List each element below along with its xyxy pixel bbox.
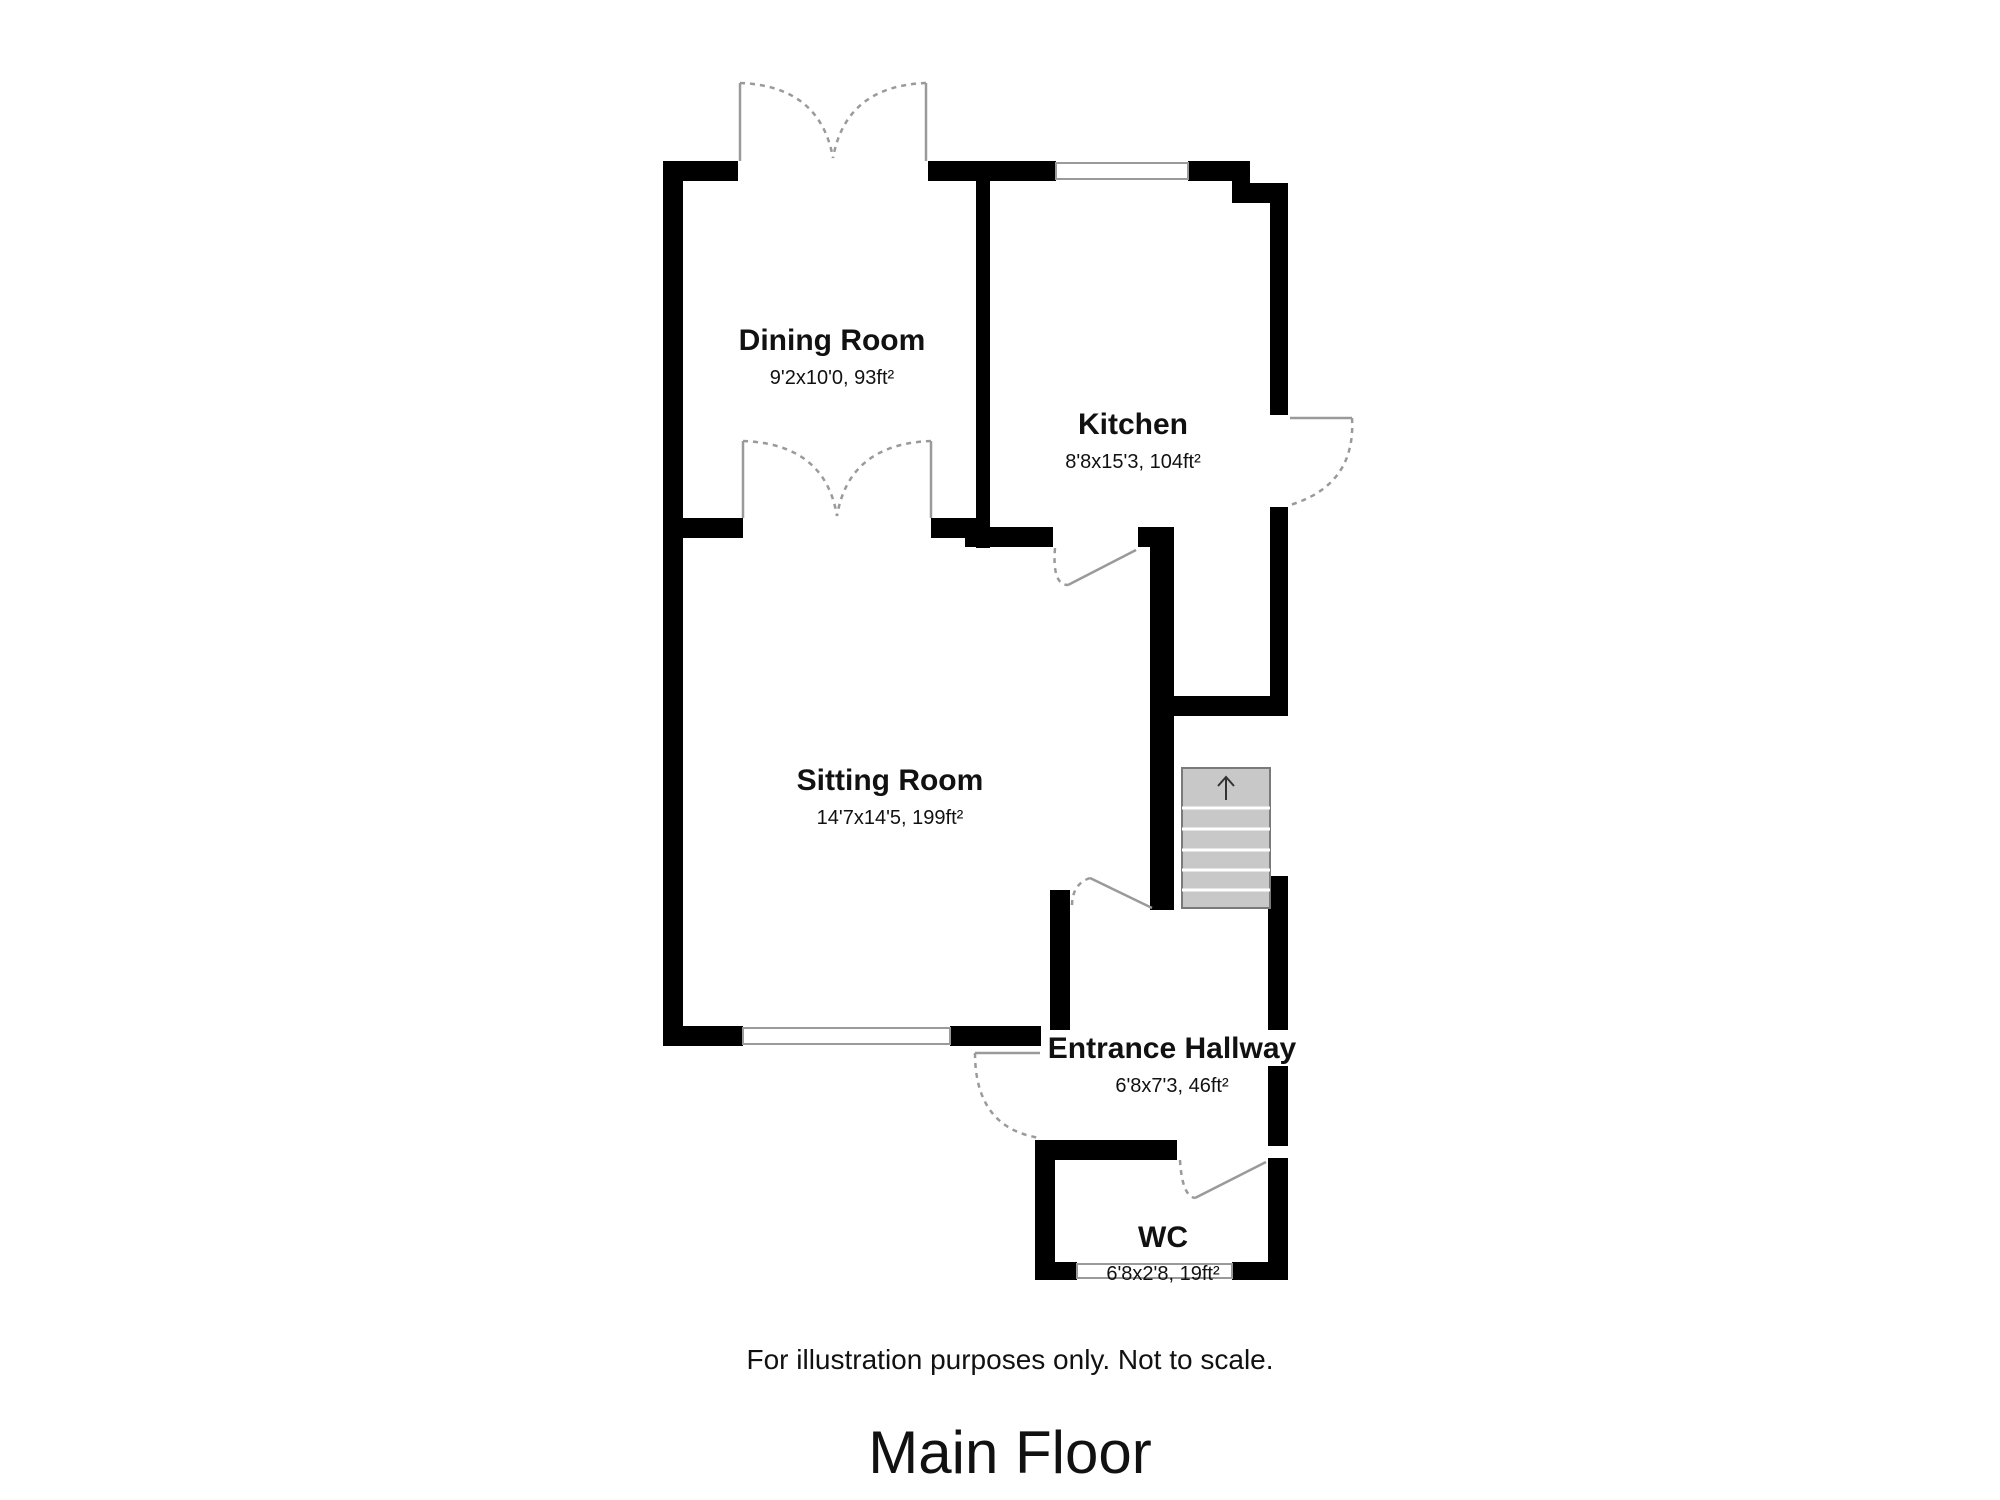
sitting-room-name: Sitting Room	[797, 764, 984, 797]
disclaimer: For illustration purposes only. Not to s…	[746, 1344, 1273, 1375]
doors	[738, 81, 1354, 1200]
wall-dining-kitchen	[976, 181, 990, 548]
wall-kitchen-base	[1170, 696, 1288, 716]
wall-kitchen-right-upper	[1270, 183, 1288, 415]
wall-hallway-right	[1268, 876, 1288, 1146]
hallway-label-backdrop	[1045, 1030, 1297, 1066]
wc-dims: 6'8x2'8, 19ft²	[1106, 1263, 1220, 1285]
wall-kitchen-bottom-left	[965, 527, 1053, 547]
wall-kitchen-right-lower	[1270, 507, 1288, 716]
wall-dining-sitting-left	[683, 518, 743, 538]
dining-room-dims: 9'2x10'0, 93ft²	[770, 367, 895, 389]
wall-sitting-right	[1150, 527, 1174, 910]
floor-title: Main Floor	[868, 1419, 1151, 1486]
wall-wc-bottom-right	[1232, 1262, 1288, 1280]
wall-wc-top	[1035, 1140, 1177, 1160]
walls	[663, 161, 1288, 1280]
wall-sitting-bottom-left	[663, 1026, 743, 1046]
wall-wc-right	[1268, 1158, 1288, 1280]
kitchen-window	[1055, 162, 1189, 180]
wall-top-middle	[928, 161, 1056, 181]
wall-wc-left	[1035, 1140, 1055, 1280]
kitchen-side-door	[1289, 416, 1354, 507]
dining-room-name: Dining Room	[739, 324, 926, 357]
wc-window	[1076, 1263, 1233, 1279]
kitchen-door	[1053, 547, 1137, 587]
arrow-up-icon	[1217, 775, 1235, 800]
wall-wc-bottom-left	[1035, 1262, 1077, 1280]
stairs	[1181, 767, 1271, 909]
wall-hallway-left	[1050, 890, 1070, 1030]
wall-sitting-bottom-right	[950, 1026, 1041, 1046]
wc-name: WC	[1138, 1221, 1188, 1254]
kitchen-name: Kitchen	[1078, 408, 1188, 441]
hallway-dims: 6'8x7'3, 46ft²	[1115, 1075, 1229, 1097]
kitchen-dims: 8'8x15'3, 104ft²	[1065, 451, 1201, 473]
sitting-hallway-door	[1070, 876, 1153, 910]
sitting-room-window	[742, 1027, 951, 1045]
windows	[742, 162, 1233, 1279]
wall-top-dining-left	[663, 161, 738, 181]
wall-left	[663, 161, 683, 1046]
dining-french-doors	[738, 81, 928, 161]
hallway-name: Entrance Hallway	[1048, 1032, 1297, 1065]
front-door	[973, 1051, 1041, 1140]
sitting-room-dims: 14'7x14'5, 199ft²	[817, 807, 964, 829]
sitting-french-doors	[741, 439, 933, 518]
wc-door	[1178, 1159, 1267, 1200]
